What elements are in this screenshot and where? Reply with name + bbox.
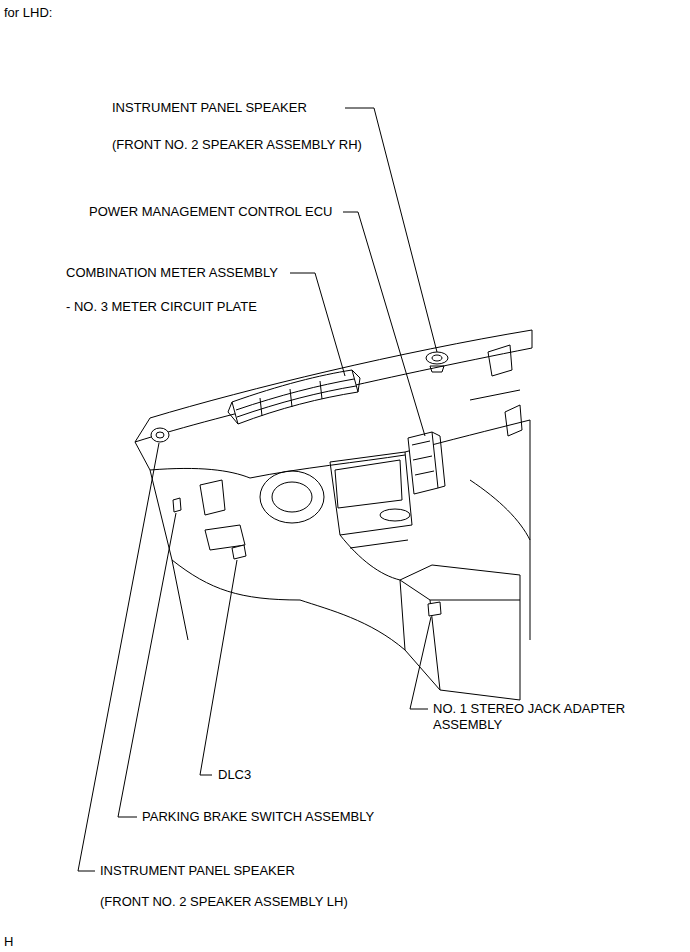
part-label: POWER MANAGEMENT CONTROL ECU	[88, 204, 333, 220]
part-label: NO. 1 STEREO JACK ADAPTER ASSEMBLY	[432, 701, 644, 733]
part-label: - NO. 3 METER CIRCUIT PLATE	[65, 299, 258, 315]
part-label: INSTRUMENT PANEL SPEAKER	[99, 863, 296, 879]
part-label: PARKING BRAKE SWITCH ASSEMBLY	[141, 809, 375, 825]
part-label: DLC3	[217, 767, 252, 783]
figure-code: H	[3, 934, 14, 950]
part-label: (FRONT NO. 2 SPEAKER ASSEMBLY LH)	[99, 894, 349, 910]
part-label: (FRONT NO. 2 SPEAKER ASSEMBLY RH)	[111, 137, 363, 153]
page-title: for LHD:	[3, 5, 53, 21]
part-label: INSTRUMENT PANEL SPEAKER	[111, 100, 308, 116]
part-label: COMBINATION METER ASSEMBLY	[65, 265, 279, 281]
